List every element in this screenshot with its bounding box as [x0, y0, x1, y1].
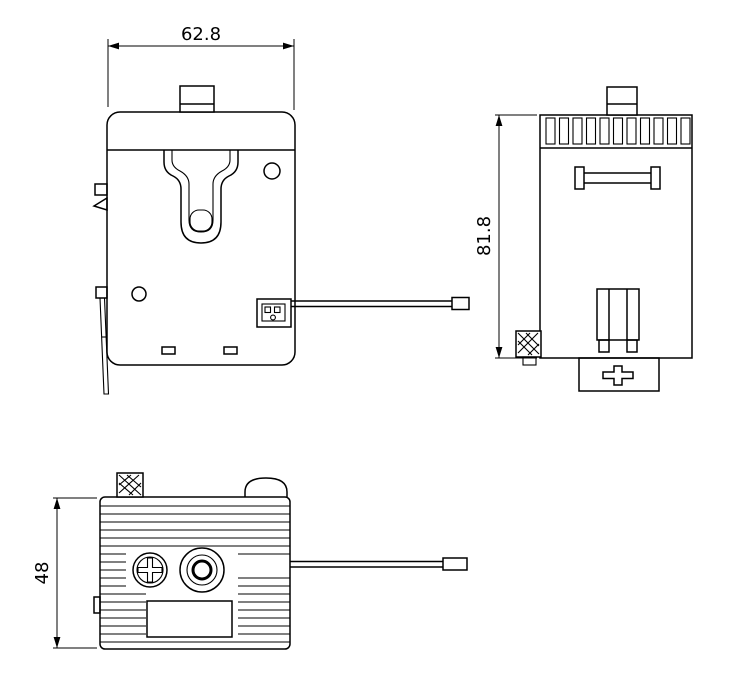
front-left-latch	[92, 196, 108, 212]
front-left-mount	[95, 286, 108, 299]
side-antenna-connector	[515, 330, 542, 366]
top-cable-tip	[442, 557, 468, 571]
side-cross-marker	[602, 365, 634, 386]
side-din-clip	[596, 288, 640, 353]
side-rail-slot-left-cap	[574, 166, 585, 190]
top-fins	[100, 505, 290, 643]
top-lens	[179, 547, 225, 593]
front-belt-clip-pad	[189, 209, 213, 232]
top-screw-outer-ring	[132, 552, 168, 588]
arrowhead-bottom	[495, 347, 503, 358]
side-rail-slot	[574, 166, 661, 190]
front-hanging-wire	[99, 297, 110, 395]
front-connector-pin-right	[273, 306, 281, 314]
front-connector	[256, 298, 292, 328]
front-left-tab	[94, 183, 108, 196]
top-antenna-connector	[116, 472, 144, 498]
top-left-notch	[93, 596, 101, 614]
front-connector-outer	[256, 298, 292, 328]
arrowhead-top	[495, 115, 503, 126]
top-lens-outer-ring	[179, 547, 225, 593]
side-view	[515, 86, 693, 392]
front-belt-clip-inner	[171, 150, 231, 233]
front-top-button	[179, 85, 215, 113]
side-din-clip-leg-right	[626, 339, 638, 353]
dimension-height-value: 81.8	[474, 216, 495, 256]
front-cable-tip	[451, 296, 470, 311]
side-antenna-connector-stub	[522, 356, 537, 366]
front-hole-top-right	[263, 162, 281, 180]
side-top-button	[606, 86, 638, 116]
front-connector-pin-left	[264, 306, 272, 314]
side-din-clip-body	[596, 288, 640, 341]
side-top-fins	[545, 117, 691, 145]
arrowhead-top	[53, 498, 61, 509]
top-lens-inner-ring	[191, 559, 213, 581]
front-connector-inner	[261, 303, 286, 322]
top-body-outline	[99, 496, 291, 650]
front-cable	[291, 296, 470, 311]
front-hole-left	[131, 286, 147, 302]
arrowhead-bottom	[53, 637, 61, 648]
top-screw	[132, 552, 168, 588]
front-foot-left	[161, 346, 176, 355]
top-lens-middle-ring	[186, 554, 218, 586]
dimension-width: 62.8	[107, 24, 295, 110]
arrowhead-left	[108, 42, 119, 50]
dimension-width-value: 62.8	[181, 24, 221, 45]
top-view	[93, 472, 468, 650]
front-belt-clip-outer	[163, 150, 239, 244]
side-body-outline	[539, 114, 693, 359]
side-rail-slot-right-cap	[650, 166, 661, 190]
top-screw-cross	[137, 557, 163, 583]
dimension-height: 81.8	[474, 114, 537, 359]
dimension-depth-value: 48	[32, 562, 53, 585]
side-din-clip-leg-left	[598, 339, 610, 353]
side-antenna-knurl-hatch	[517, 332, 540, 356]
top-screw-inner-ring	[136, 556, 164, 584]
dimension-depth: 48	[32, 497, 97, 649]
top-cable	[290, 557, 468, 571]
top-center-slot	[146, 600, 233, 638]
arrowhead-right	[283, 42, 294, 50]
front-view	[92, 85, 470, 395]
front-foot-right	[223, 346, 238, 355]
side-mounting-foot	[578, 357, 660, 392]
front-connector-hole	[270, 314, 276, 321]
top-antenna-knurl-hatch	[118, 474, 142, 496]
top-dome-knob	[244, 477, 288, 497]
